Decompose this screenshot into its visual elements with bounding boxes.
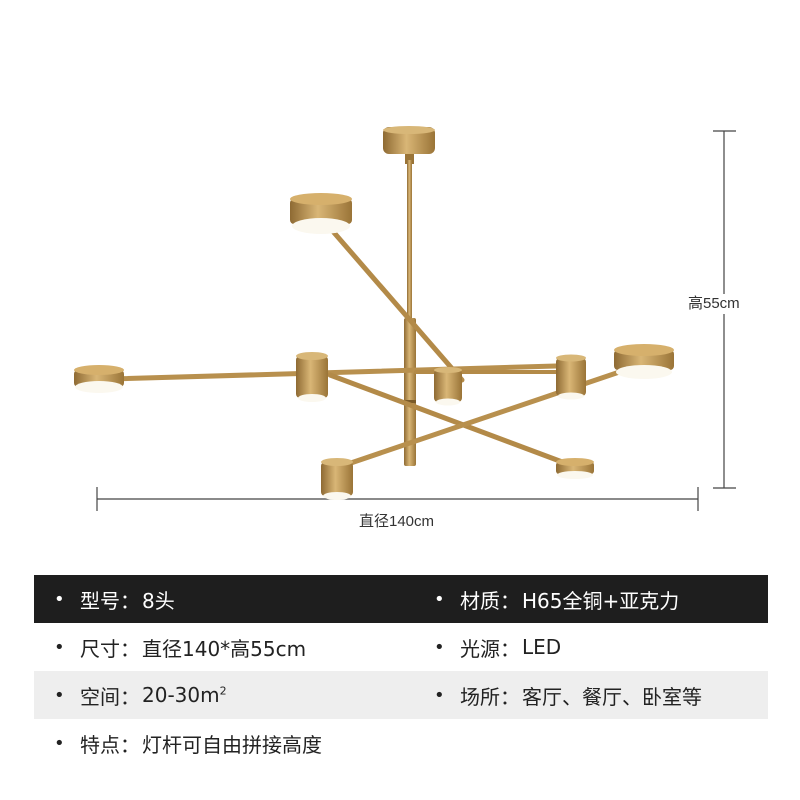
spec-label: 场所： <box>460 684 520 709</box>
bullet: • <box>54 732 65 754</box>
lamp-disc-left <box>74 365 124 393</box>
arm-upper-left <box>327 225 465 383</box>
spec-value: 直径140*高55cm <box>142 636 307 661</box>
bullet: • <box>54 588 65 610</box>
spec-light-source: • 光源： LED <box>434 633 768 662</box>
spec-feature: • 特点： 灯杆可自由拼接高度 <box>34 729 434 758</box>
spec-model: • 型号： 8头 <box>34 585 434 614</box>
spec-value: 客厅、餐厅、卧室等 <box>522 684 702 709</box>
column-joint <box>404 400 416 403</box>
lamp-cylinder-left <box>296 352 328 402</box>
spec-row-space: • 空间： 20-30m2 • 场所： 客厅、餐厅、卧室等 <box>34 671 768 719</box>
spec-value: 8头 <box>142 588 175 613</box>
spec-label: 空间： <box>80 684 140 709</box>
spec-value: 20-30m2 <box>142 683 227 707</box>
bullet: • <box>434 684 445 706</box>
diameter-label: 直径140cm <box>355 512 439 532</box>
spec-label: 尺寸： <box>80 636 140 661</box>
lamp-disc-small <box>556 458 594 479</box>
arm-cross-down <box>327 372 576 469</box>
ceiling-canopy <box>383 126 435 164</box>
height-label: 高55cm <box>684 294 744 314</box>
bullet: • <box>54 684 65 706</box>
spec-label: 光源： <box>460 636 520 661</box>
chandelier-illustration <box>74 126 736 511</box>
spec-value: 灯杆可自由拼接高度 <box>142 732 322 757</box>
spec-value: H65全铜+亚克力 <box>522 588 680 613</box>
superscript: 2 <box>219 684 227 698</box>
spec-space: • 空间： 20-30m2 <box>34 681 434 710</box>
lamp-cylinder-center <box>434 367 462 406</box>
bullet: • <box>54 636 65 658</box>
spec-row-size: • 尺寸： 直径140*高55cm • 光源： LED <box>34 623 768 671</box>
bullet: • <box>434 636 445 658</box>
spec-size: • 尺寸： 直径140*高55cm <box>34 633 434 662</box>
bullet: • <box>434 588 445 610</box>
spec-value: LED <box>522 635 562 659</box>
spec-label: 型号： <box>80 588 140 613</box>
spec-value-text: 20-30m <box>142 683 220 707</box>
diameter-dimension-line <box>96 487 699 511</box>
lamp-disc-right <box>614 344 674 379</box>
spec-label: 特点： <box>80 732 140 757</box>
spec-row-feature: • 特点： 灯杆可自由拼接高度 <box>34 719 768 767</box>
lamp-arms <box>109 225 643 469</box>
arm-cross-up <box>339 362 643 469</box>
spec-table: • 型号： 8头 • 材质： H65全铜+亚克力 • 尺寸： 直径140*高55… <box>34 575 768 767</box>
down-rod <box>407 160 412 320</box>
spec-location: • 场所： 客厅、餐厅、卧室等 <box>434 681 768 710</box>
lamp-cylinder-right <box>556 354 586 400</box>
arm-long-left <box>109 363 559 382</box>
spec-material: • 材质： H65全铜+亚克力 <box>434 585 768 614</box>
spec-row-model: • 型号： 8头 • 材质： H65全铜+亚克力 <box>34 575 768 623</box>
lamp-cylinder-bottom <box>321 458 353 500</box>
spec-label: 材质： <box>460 588 520 613</box>
center-column <box>404 318 416 466</box>
lamp-disc-top <box>290 193 352 234</box>
